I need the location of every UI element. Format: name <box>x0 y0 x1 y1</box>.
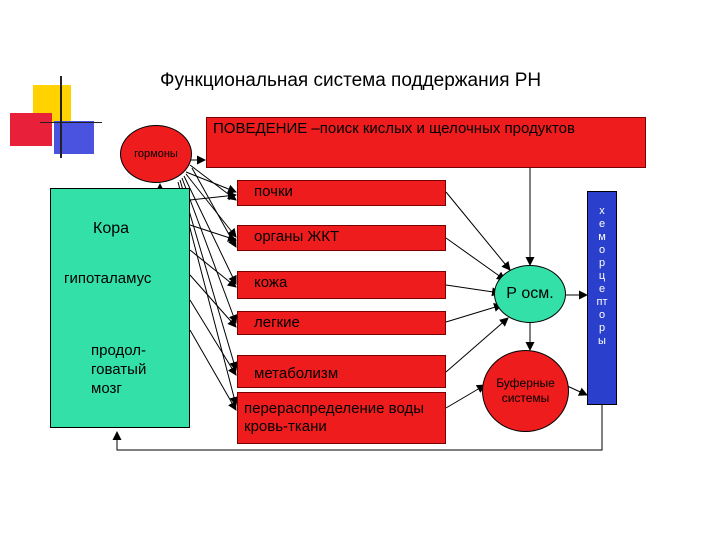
chemo-letter: е <box>598 218 606 230</box>
organ-kidneys: почки <box>237 180 446 206</box>
chemo-letter: х <box>599 205 605 217</box>
chemo-letter: е <box>598 283 606 295</box>
organ-label: легкие <box>254 314 300 331</box>
page-title: Функциональная система поддержания РН <box>160 70 542 91</box>
medulla-line-2: говатый <box>91 361 147 378</box>
hormones-label: гормоны <box>134 148 178 160</box>
p-osm-node: Р осм. <box>494 265 566 323</box>
behavior-box: ПОВЕДЕНИЕ –поиск кислых и щелочных проду… <box>206 117 646 168</box>
organ-label: кожа <box>254 274 288 291</box>
medulla-line-3: мозг <box>91 380 122 397</box>
organ-label: перераспределение воды кровь-ткани <box>244 400 425 435</box>
chemo-letter: ц <box>598 270 606 282</box>
hormones-node: гормоны <box>120 125 192 183</box>
deco-horizontal-line <box>40 122 102 123</box>
cortex-label: Кора <box>93 220 130 237</box>
organ-label: почки <box>254 183 293 200</box>
buffers-node: Буферные системы <box>482 350 569 432</box>
p-osm-label: Р осм. <box>506 285 554 302</box>
medulla-line-1: продол- <box>91 342 146 359</box>
chemo-letter: пт <box>596 296 608 308</box>
chemo-letter: р <box>598 257 606 269</box>
hypothalamus-label: гипоталамус <box>64 270 152 287</box>
chemo-letter: р <box>598 322 606 334</box>
chemo-letter: ы <box>598 335 606 347</box>
behavior-label: ПОВЕДЕНИЕ –поиск кислых и щелочных проду… <box>213 120 575 137</box>
organ-skin: кожа <box>237 271 446 299</box>
organ-metabolism: метаболизм <box>237 355 446 388</box>
organ-water-redistribution: перераспределение воды кровь-ткани <box>237 392 446 444</box>
deco-red-square <box>10 113 52 146</box>
chemo-letter: м <box>598 231 606 243</box>
chemo-letter: о <box>598 244 606 256</box>
chemo-letter: о <box>598 309 606 321</box>
buffers-label: Буферные системы <box>496 376 555 405</box>
organ-label: органы ЖКТ <box>254 228 340 245</box>
cortex-box: Кора гипоталамус продол- говатый мозг <box>50 188 190 428</box>
organ-gi-tract: органы ЖКТ <box>237 225 446 251</box>
organ-lungs: легкие <box>237 311 446 335</box>
deco-vertical-line <box>60 76 62 158</box>
organ-label: метаболизм <box>254 365 339 382</box>
chemoreceptors-box: х е м о р ц е пт о р ы <box>587 191 617 405</box>
